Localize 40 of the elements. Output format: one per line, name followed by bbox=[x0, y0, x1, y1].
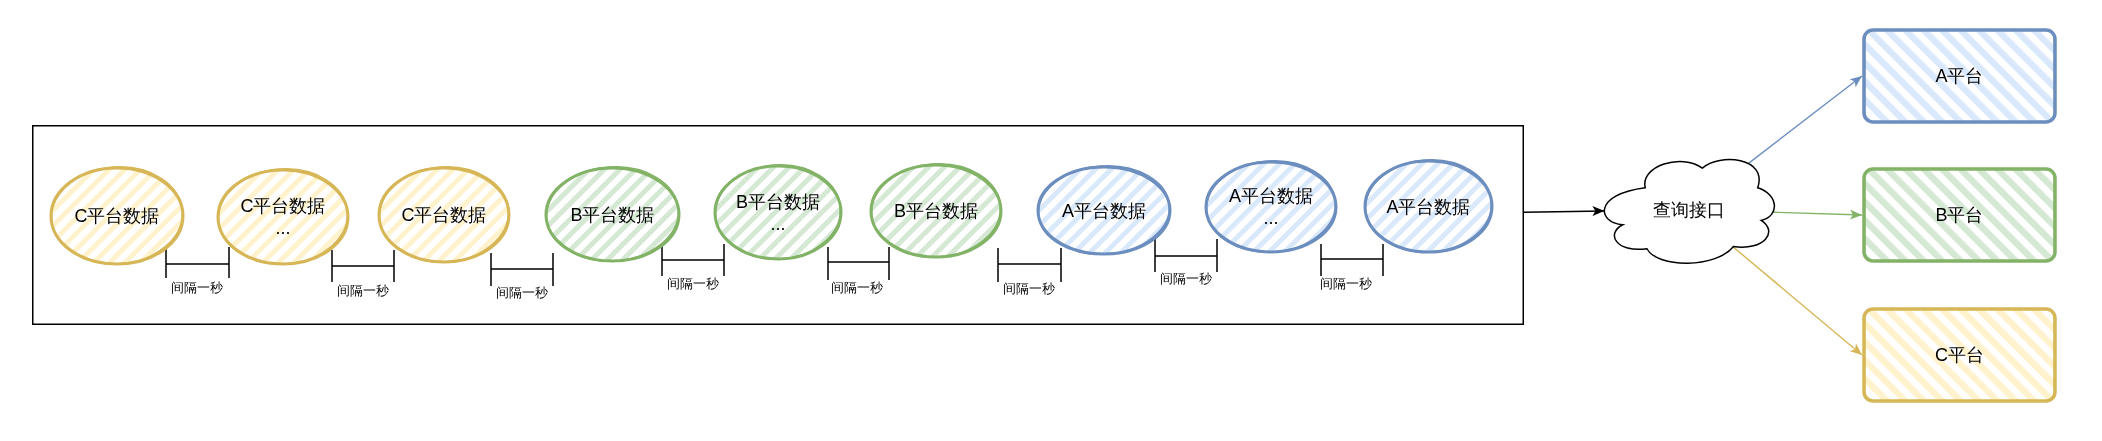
data-ellipse bbox=[48, 165, 186, 267]
node-label: C平台数据 bbox=[401, 204, 487, 226]
ellipsis-text: ... bbox=[1263, 207, 1279, 229]
node-label: 查询接口 bbox=[1652, 198, 1725, 221]
dimension-label: 间隔一秒 bbox=[1320, 276, 1372, 292]
node-label: A平台数据 bbox=[1062, 199, 1146, 222]
platform-box bbox=[1862, 167, 2057, 263]
data-ellipse bbox=[1362, 158, 1495, 255]
platform-box bbox=[1862, 307, 2057, 403]
arrow bbox=[1747, 75, 1863, 165]
dimension-label: 间隔一秒 bbox=[171, 280, 223, 296]
node-label: A平台数据 bbox=[1229, 185, 1313, 207]
node-label: B平台数据 bbox=[570, 203, 655, 226]
data-ellipse bbox=[543, 165, 682, 264]
container-frame bbox=[32, 125, 1524, 325]
arrow bbox=[1732, 246, 1863, 356]
node-label: B平台数据 bbox=[894, 200, 978, 222]
data-ellipse bbox=[1203, 159, 1339, 255]
node-label: B平台数据 bbox=[736, 190, 820, 213]
dimension-label: 间隔一秒 bbox=[496, 285, 548, 301]
dimension-label: 间隔一秒 bbox=[1003, 281, 1055, 297]
ellipsis-text: ... bbox=[770, 212, 786, 235]
data-ellipse bbox=[1035, 164, 1173, 257]
node-label: A平台 bbox=[1935, 65, 1984, 87]
data-ellipse bbox=[712, 163, 844, 262]
dimension-label: 间隔一秒 bbox=[1160, 271, 1212, 287]
data-ellipse bbox=[215, 167, 351, 267]
data-ellipse bbox=[376, 165, 512, 265]
data-ellipse bbox=[868, 162, 1004, 260]
arrow bbox=[1772, 209, 1863, 220]
node-label: C平台 bbox=[1935, 344, 1984, 366]
dimension-label: 间隔一秒 bbox=[667, 276, 719, 292]
node-label: A平台数据 bbox=[1386, 195, 1471, 218]
node-label: B平台 bbox=[1935, 204, 1984, 226]
ellipsis-text: ... bbox=[275, 217, 291, 239]
platform-box bbox=[1862, 28, 2057, 124]
node-label: C平台数据 bbox=[240, 195, 326, 217]
dimension-label: 间隔一秒 bbox=[337, 283, 389, 299]
dimension-label: 间隔一秒 bbox=[831, 280, 883, 296]
node-label: C平台数据 bbox=[74, 205, 160, 227]
